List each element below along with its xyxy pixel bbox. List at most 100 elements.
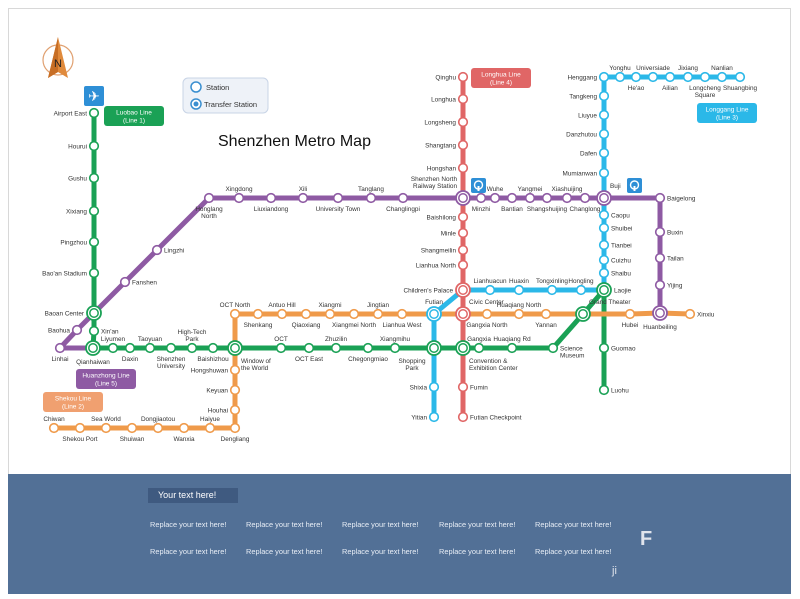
station-shuiwan[interactable]: Shuiwan (120, 422, 145, 443)
station-houhai[interactable]: Houhai (208, 404, 241, 416)
station-guomao[interactable]: Guomao (598, 342, 636, 354)
station-qinghu[interactable]: Qinghu (435, 71, 469, 83)
station-shangmeilin[interactable]: Shangmeilin (421, 244, 469, 256)
station-huaqiang-north[interactable]: Huaqiang North (497, 302, 542, 320)
station-minle[interactable]: Minle (441, 227, 469, 239)
station-liuyue[interactable]: Liuyue (578, 109, 610, 121)
station-xili[interactable]: Xili (297, 186, 309, 204)
station-shuangbing[interactable]: Shuangbing (723, 71, 758, 92)
station-lianhuacun[interactable]: Lianhuacun (473, 278, 507, 296)
station-hongling[interactable]: Hongling (568, 278, 594, 296)
station-yitian[interactable]: Yitian (411, 411, 440, 423)
station-universiade[interactable]: Universiade (636, 65, 670, 83)
station-fumin[interactable]: Fumin (457, 381, 489, 393)
station-nanlian[interactable]: Nanlian (711, 65, 733, 83)
transfer-station-grand-theater[interactable]: Grand Theater (575, 299, 631, 322)
station-zhuzilin[interactable]: Zhuzilin (325, 336, 347, 354)
transfer-station-huanbeiling[interactable]: Huanbeiling (643, 305, 677, 331)
station-chegongmiao[interactable]: Chegongmiao (348, 342, 388, 363)
station-liuxiandong[interactable]: Liuxiandong (254, 192, 289, 213)
transfer-station-convention-exhibition-center[interactable]: Convention &Exhibition Center (455, 340, 519, 372)
station-cuizhu[interactable]: Cuizhu (598, 254, 632, 266)
station-tailan[interactable]: Tailan (654, 252, 684, 264)
station-xiashuijing[interactable]: Xiashuijing (552, 186, 583, 204)
station-yannan[interactable]: Yannan (535, 308, 557, 329)
station-oct-east[interactable]: OCT East (295, 342, 323, 363)
station-longsheng[interactable]: Longsheng (424, 116, 469, 128)
station-yijing[interactable]: Yijing (654, 279, 683, 291)
transfer-station-baoan-center[interactable]: Baoan Center (45, 305, 102, 321)
station-ailian[interactable]: Ailian (662, 71, 678, 92)
station-xiangmei-north[interactable]: Xiangmei North (332, 308, 376, 329)
station-huaqiang-rd[interactable]: Huaqiang Rd (493, 336, 531, 354)
transfer-station-laojie[interactable]: Laojie (596, 282, 632, 298)
station-liyumen[interactable]: Liyumen (101, 336, 126, 354)
station-daxin[interactable]: Daxin (122, 342, 139, 363)
station-shangtang[interactable]: Shangtang (425, 139, 469, 151)
station-bao-an-stadium[interactable]: Bao'an Stadium (42, 267, 100, 279)
station-longhua[interactable]: Longhua (431, 93, 469, 105)
station-lingzhi[interactable]: Lingzhi (151, 244, 185, 256)
station-tianbei[interactable]: Tianbei (598, 239, 632, 251)
station-linhai[interactable]: Linhai (51, 342, 69, 363)
station-henggang[interactable]: Henggang (568, 71, 610, 83)
transfer-station-qianhaiwan[interactable]: Qianhaiwan (76, 340, 110, 366)
station-shenkang[interactable]: Shenkang (244, 308, 273, 329)
station-shaibu[interactable]: Shaibu (598, 267, 632, 279)
station-mumianwan[interactable]: Mumianwan (563, 167, 610, 179)
station-minzhi[interactable]: Minzhi (472, 192, 490, 213)
station-yangmei[interactable]: Yangmei (518, 186, 543, 204)
station-oct-north[interactable]: OCT North (220, 302, 251, 320)
station-university-town[interactable]: University Town (316, 192, 361, 213)
station-xinxiu[interactable]: Xinxiu (684, 308, 715, 320)
station-xingdong[interactable]: Xingdong (225, 186, 253, 204)
station-gangxia[interactable]: Gangxia (467, 336, 491, 354)
station-keyuan[interactable]: Keyuan (206, 384, 241, 396)
station-gangxia-north[interactable]: Gangxia North (466, 308, 508, 329)
station-shangshuijing[interactable]: Shangshuijing (527, 192, 568, 213)
station-jingtian[interactable]: Jingtian (367, 302, 389, 320)
station-baohua[interactable]: Baohua (48, 324, 83, 336)
station-bantian[interactable]: Bantian (501, 192, 523, 213)
station-buxin[interactable]: Buxin (654, 226, 684, 238)
transfer-station-buji[interactable]: Buji (596, 183, 621, 206)
station-tongxinling[interactable]: Tongxinling (536, 278, 568, 296)
station-taoyuan[interactable]: Taoyuan (138, 336, 163, 354)
station-baigelong[interactable]: Baigelong (654, 192, 696, 204)
station-changlingpi[interactable]: Changlingpi (386, 192, 420, 213)
station-dengliang[interactable]: Dengliang (221, 422, 250, 443)
station-danzhutou[interactable]: Danzhutou (566, 128, 610, 140)
station-caopu[interactable]: Caopu (598, 209, 631, 221)
station-wanxia[interactable]: Wanxia (173, 422, 195, 443)
station-xiangmihu[interactable]: Xiangmihu (380, 336, 411, 354)
station-airport-east[interactable]: Airport East (54, 107, 100, 119)
transfer-station-children-s-palace[interactable]: Children's Palace (403, 282, 471, 298)
station-haiyue[interactable]: Haiyue (200, 416, 220, 434)
station-dafen[interactable]: Dafen (580, 147, 610, 159)
station-jixiang[interactable]: Jixiang (678, 65, 698, 83)
station-shuibei[interactable]: Shuibei (598, 222, 633, 234)
station-yonghu[interactable]: Yonghu (609, 65, 631, 83)
station-sea-world[interactable]: Sea World (91, 416, 121, 434)
station-antuo-hill[interactable]: Antuo Hill (268, 302, 296, 320)
station-gushu[interactable]: Gushu (68, 172, 100, 184)
station-lianhua-west[interactable]: Lianhua West (383, 308, 422, 329)
station-changlong[interactable]: Changlong (570, 192, 601, 213)
station-wuhe[interactable]: Wuhe (487, 186, 504, 204)
station-shixia[interactable]: Shixia (410, 381, 440, 393)
transfer-station-civic-center[interactable]: Civic Center (455, 299, 505, 322)
station-shekou-port[interactable]: Shekou Port (62, 422, 98, 443)
station-oct[interactable]: OCT (274, 336, 288, 354)
station-hubei[interactable]: Hubei (622, 308, 639, 329)
station-lianhua-north[interactable]: Lianhua North (416, 259, 469, 271)
station-futian-checkpoint[interactable]: Futian Checkpoint (457, 411, 522, 423)
station-hongshan[interactable]: Hongshan (427, 162, 469, 174)
station-chiwan[interactable]: Chiwan (43, 416, 65, 434)
